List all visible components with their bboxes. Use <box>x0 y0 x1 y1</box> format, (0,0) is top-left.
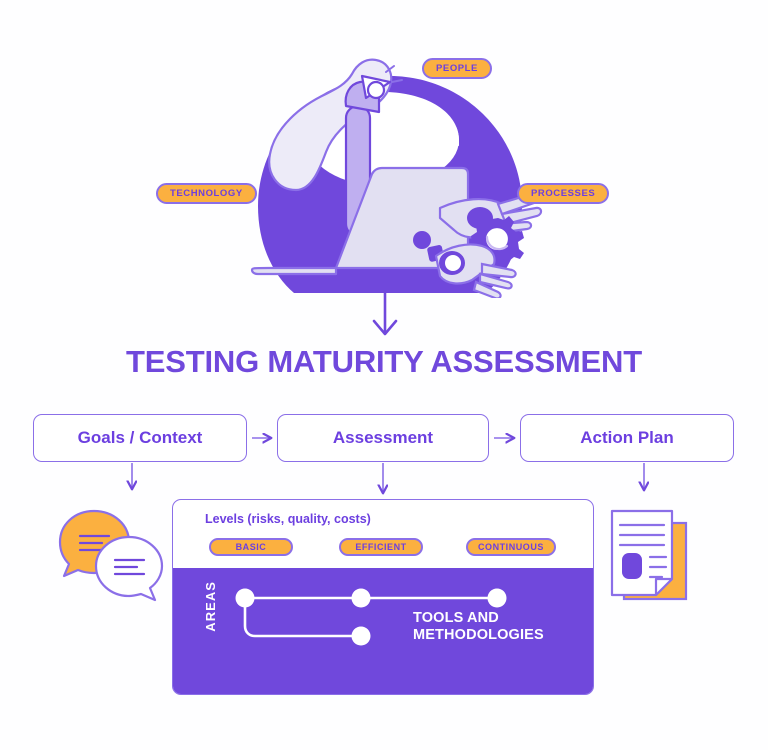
areas-node-graph <box>235 588 507 646</box>
flow-box-goals-context[interactable]: Goals / Context <box>33 414 247 462</box>
documents-icon <box>610 509 688 601</box>
badge-technology: TECHNOLOGY <box>156 183 257 204</box>
areas-node-label: TOOLS AND METHODOLOGIES <box>413 610 544 644</box>
levels-caption: Levels (risks, quality, costs) <box>205 512 371 526</box>
badge-processes: PROCESSES <box>517 183 610 204</box>
areas-section: AREAS TOOLS AND METHODOLOGIES <box>173 568 593 694</box>
areas-node-label-line1: TOOLS AND <box>413 610 499 626</box>
flow-box-label: Goals / Context <box>77 428 203 447</box>
level-badge-continuous: CONTINUOUS <box>466 538 556 556</box>
flow-box-action-plan[interactable]: Action Plan <box>520 414 734 462</box>
assessment-panel: Levels (risks, quality, costs) BASIC EFF… <box>172 499 594 695</box>
person-laptop-gears-illustration <box>250 58 543 298</box>
level-badge-basic: BASIC <box>209 538 293 556</box>
area-node <box>235 588 255 608</box>
level-badge-efficient: EFFICIENT <box>339 538 423 556</box>
levels-section: Levels (risks, quality, costs) BASIC EFF… <box>173 500 593 568</box>
flow-box-label: Action Plan <box>580 428 674 447</box>
chat-bubbles-icon <box>58 509 164 602</box>
area-node <box>487 588 507 608</box>
areas-axis-label: AREAS <box>203 581 218 632</box>
page-title: TESTING MATURITY ASSESSMENT <box>126 344 642 379</box>
area-node <box>351 626 371 646</box>
area-node <box>351 588 371 608</box>
flow-box-label: Assessment <box>332 428 434 447</box>
badge-people: PEOPLE <box>422 58 492 79</box>
flow-box-assessment[interactable]: Assessment <box>277 414 489 462</box>
areas-node-label-line2: METHODOLOGIES <box>413 626 544 643</box>
